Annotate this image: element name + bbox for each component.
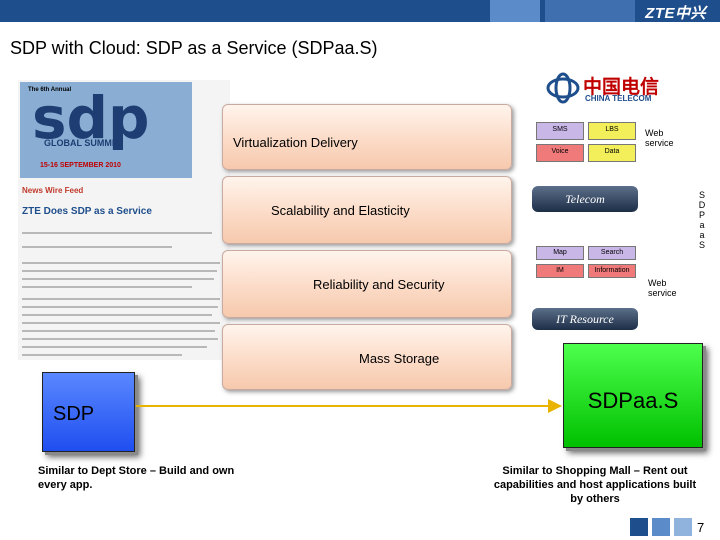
sdp-summit-banner: The 6th Annual sdp GLOBAL SUMMIT 15-16 S… (20, 82, 192, 178)
sdp-box-label: SDP (53, 403, 95, 425)
china-telecom-cn: 中国电信 (583, 76, 660, 98)
service-tile: Search (588, 246, 636, 260)
layer-label: Mass Storage (359, 351, 440, 366)
china-telecom-logo: 中国电信 CHINA TELECOM (545, 70, 665, 106)
news-headline: ZTE Does SDP as a Service (22, 206, 152, 217)
service-tile: Data (588, 144, 636, 162)
it-resource-banner: IT Resource (532, 308, 638, 330)
banner-date-text: 15-16 SEPTEMBER 2010 (40, 162, 121, 169)
zte-logo: ZTE中兴 (645, 5, 706, 22)
banner-small-text: The 6th Annual (28, 87, 72, 93)
header-accent (490, 0, 540, 22)
service-tile: Information (588, 264, 636, 278)
footer-square (652, 518, 670, 536)
news-text-line (22, 246, 172, 248)
layer-label: Reliability and Security (313, 277, 445, 292)
service-tile: Map (536, 246, 584, 260)
web-service-label-bottom: Web service (648, 278, 677, 298)
china-telecom-icon (546, 72, 580, 104)
footer-square (630, 518, 648, 536)
header-accent (545, 0, 635, 22)
service-tile: Voice (536, 144, 584, 162)
news-text-line (22, 330, 215, 332)
service-tile: LBS (588, 122, 636, 140)
layer-label: Virtualization Delivery (233, 135, 358, 150)
layer-virtualization: Virtualization Delivery (222, 104, 512, 170)
news-text-line (22, 262, 220, 264)
banner-summit-text: GLOBAL SUMMIT (44, 138, 120, 148)
footer-square (674, 518, 692, 536)
news-text-line (22, 314, 212, 316)
web-service-label-top: Web service (645, 128, 674, 148)
news-text-line (22, 278, 214, 280)
arrow-head-icon (548, 399, 562, 413)
telecom-banner: Telecom (532, 186, 638, 212)
layer-mass-storage: Mass Storage (222, 324, 512, 390)
sdp-box: SDP (42, 372, 135, 452)
layer-reliability: Reliability and Security (222, 250, 512, 318)
cloud-services-panel: SMS LBS Voice Data Telecom Map Search IM… (530, 112, 640, 330)
news-text-line (22, 338, 218, 340)
layer-label: Scalability and Elasticity (271, 203, 410, 218)
china-telecom-en: CHINA TELECOM (585, 94, 652, 103)
service-tile: SMS (536, 122, 584, 140)
news-wire-feed: News Wire Feed (22, 186, 84, 195)
sdpaas-box: SDPaa.S (563, 343, 703, 448)
sdp-caption: Similar to Dept Store – Build and own ev… (38, 465, 235, 491)
sdpaas-box-label: SDPaa.S (587, 388, 679, 413)
header-bar: ZTE中兴 (0, 0, 720, 22)
page-number: 7 (697, 520, 705, 535)
news-text-line (22, 232, 212, 234)
service-tile: IM (536, 264, 584, 278)
news-text-line (22, 354, 182, 356)
news-text-line (22, 286, 192, 288)
sdpaas-vertical-label: S D P a a S (698, 190, 706, 250)
news-text-line (22, 346, 207, 348)
transition-arrow (136, 405, 552, 407)
banner-big-text: sdp (32, 84, 150, 152)
sdpaas-caption: Similar to Shopping Mall – Rent out capa… (493, 465, 697, 505)
news-text-line (22, 298, 220, 300)
news-text-line (22, 306, 218, 308)
news-text-line (22, 270, 217, 272)
layer-scalability: Scalability and Elasticity (222, 176, 512, 244)
news-text-line (22, 322, 220, 324)
slide-title: SDP with Cloud: SDP as a Service (SDPaa.… (10, 38, 378, 58)
